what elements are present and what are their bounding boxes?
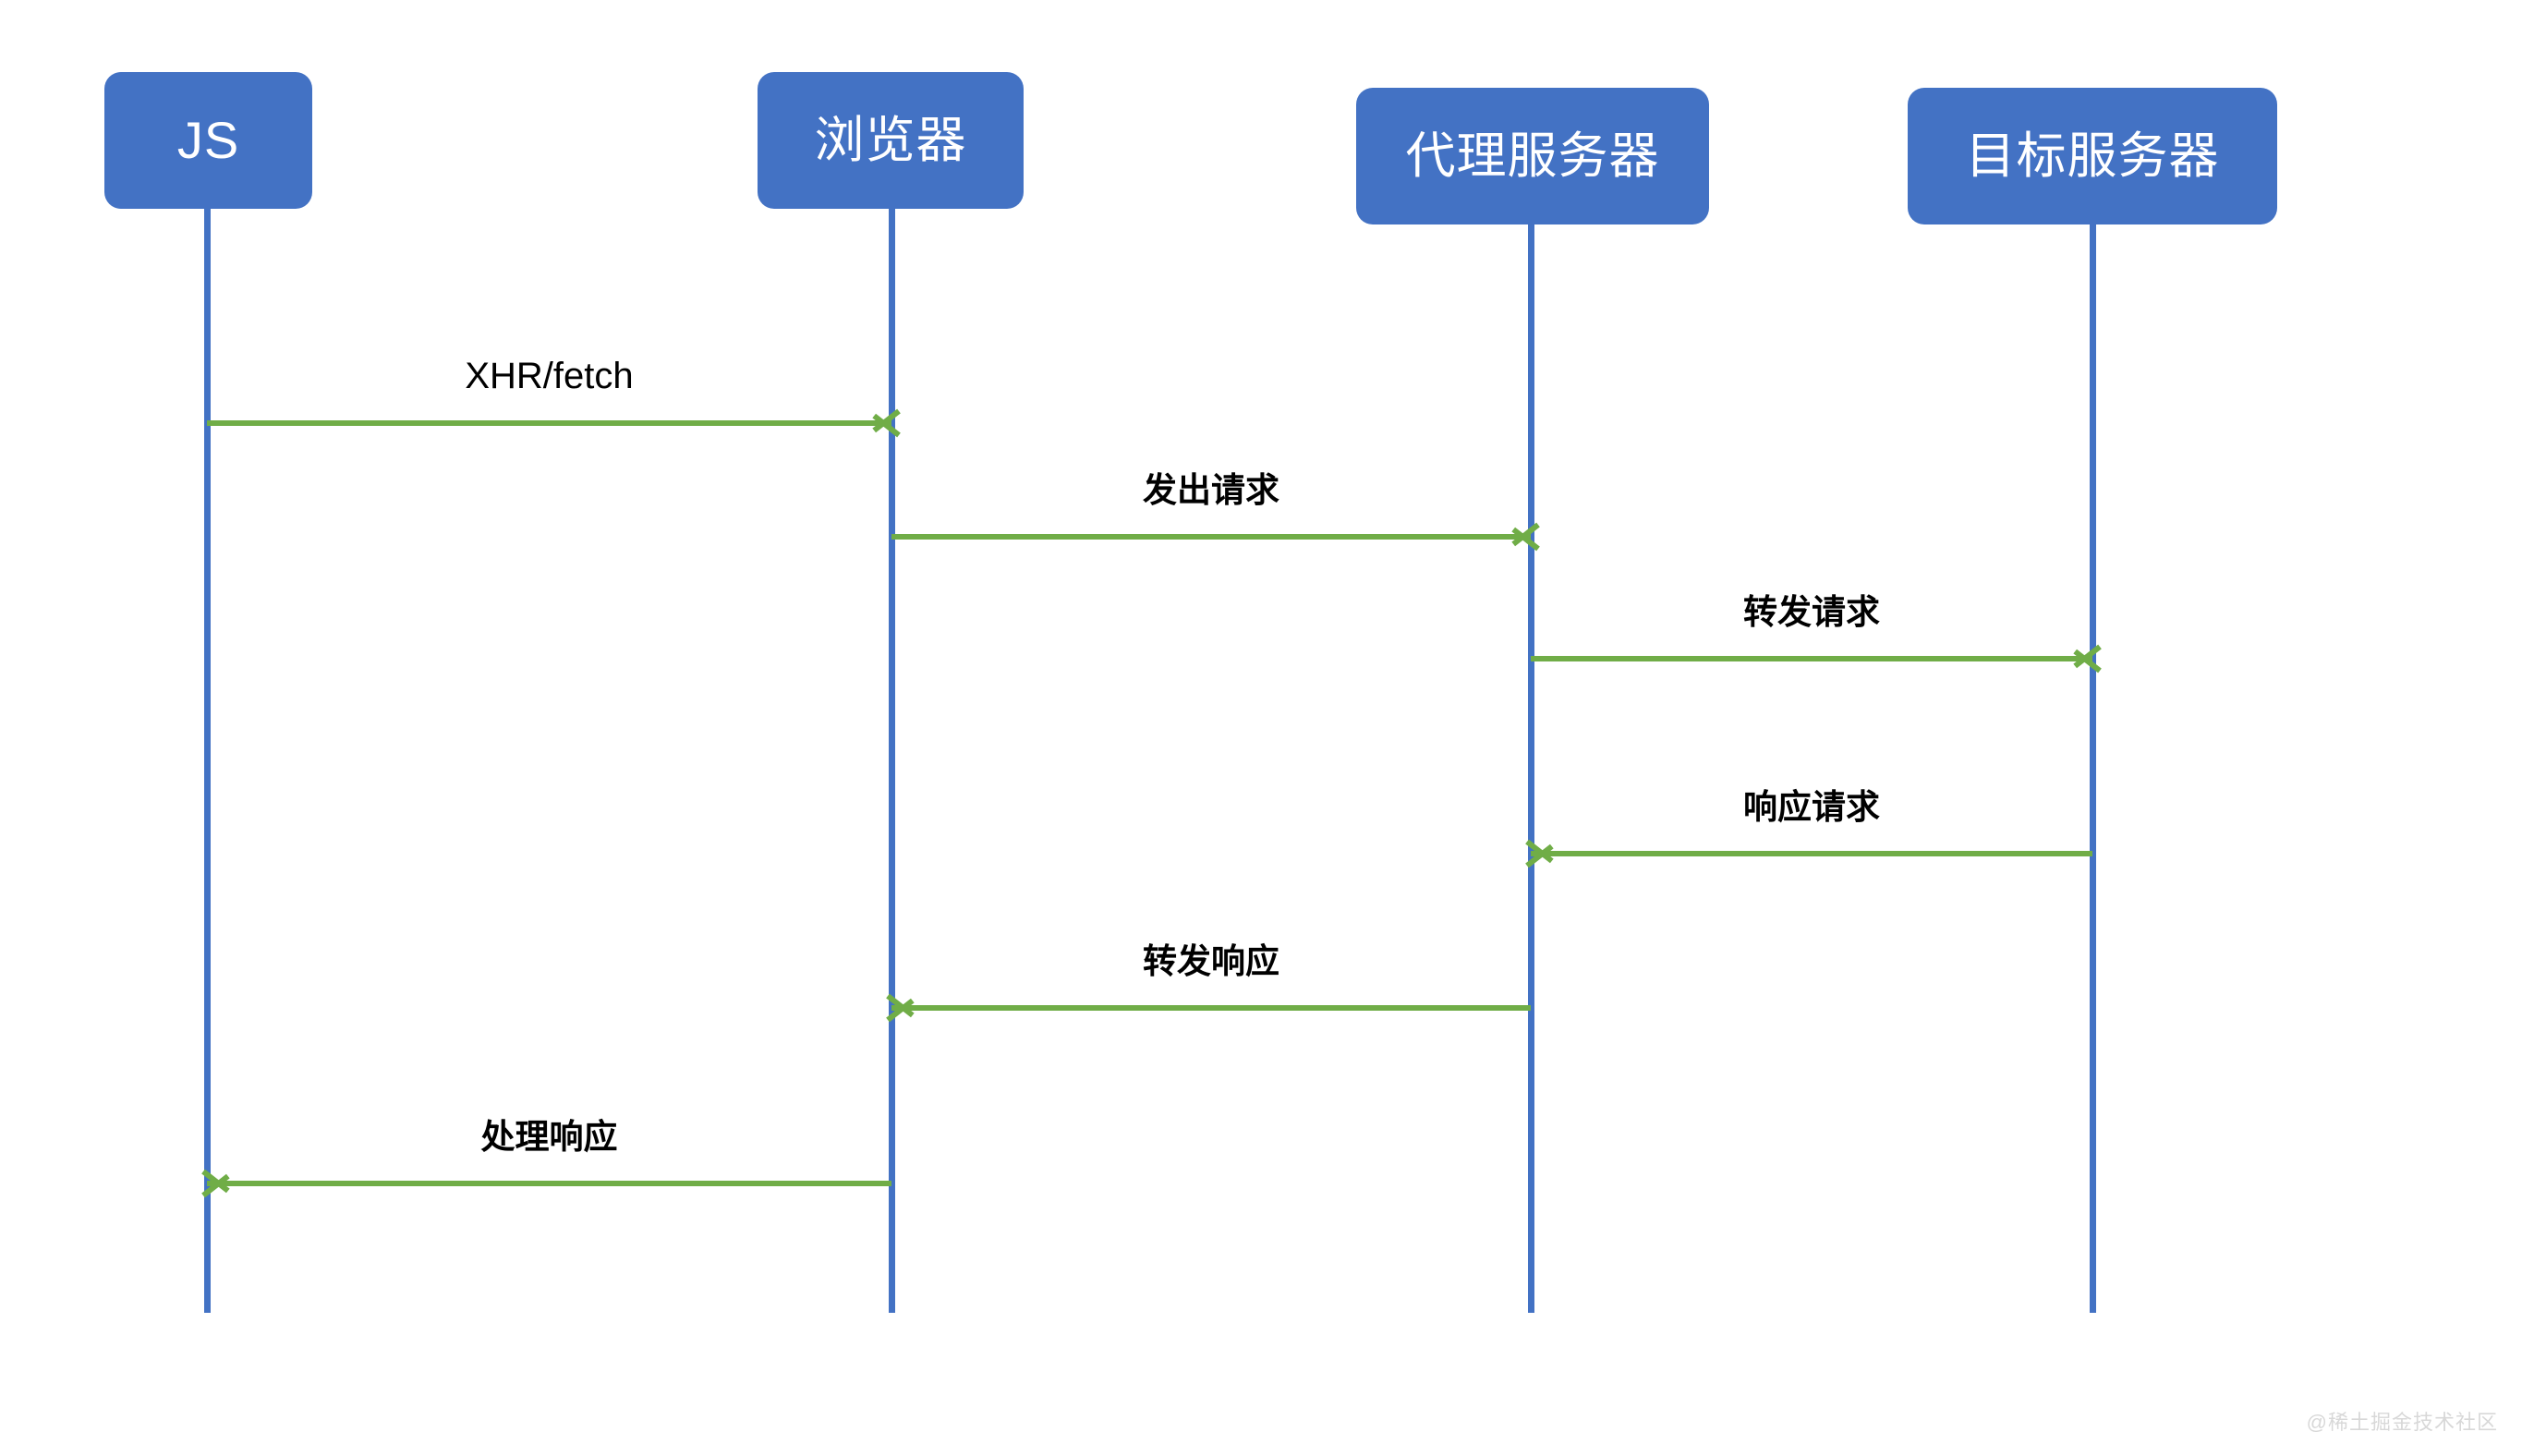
message-line — [1531, 656, 2092, 661]
actor-box-proxy-server[interactable]: 代理服务器 — [1356, 88, 1709, 224]
message-label: 响应请求 — [1743, 788, 1880, 827]
message-label: 转发响应 — [1143, 942, 1279, 981]
arrowhead-icon — [1507, 518, 1534, 555]
message-line — [1531, 851, 2092, 856]
watermark: @稀土掘金技术社区 — [2306, 1411, 2498, 1434]
message-label: 转发请求 — [1743, 593, 1880, 632]
lifeline-browser — [889, 209, 895, 1313]
message-line — [891, 1005, 1531, 1011]
arrowhead-icon — [1527, 835, 1555, 872]
actor-box-target-server[interactable]: 目标服务器 — [1908, 88, 2277, 224]
actor-label-js: JS — [176, 111, 240, 169]
actor-box-browser[interactable]: 浏览器 — [758, 72, 1024, 209]
lifeline-proxy-server — [1528, 224, 1534, 1313]
arrowhead-icon — [203, 1165, 231, 1202]
arrowhead-icon — [2068, 640, 2096, 677]
message-label: XHR/fetch — [465, 356, 634, 396]
message-line — [207, 1181, 891, 1186]
lifeline-target-server — [2090, 224, 2096, 1313]
message-label: 发出请求 — [1143, 471, 1279, 510]
message-line — [891, 534, 1531, 540]
actor-box-js[interactable]: JS — [104, 72, 312, 209]
actor-label-browser: 浏览器 — [814, 113, 967, 168]
lifeline-js — [204, 209, 211, 1313]
actor-label-proxy-server: 代理服务器 — [1405, 128, 1660, 184]
arrowhead-icon — [867, 405, 895, 442]
message-label: 处理响应 — [480, 1118, 618, 1157]
arrowhead-icon — [888, 989, 915, 1026]
actor-label-target-server: 目标服务器 — [1965, 128, 2220, 184]
message-line — [207, 420, 891, 426]
